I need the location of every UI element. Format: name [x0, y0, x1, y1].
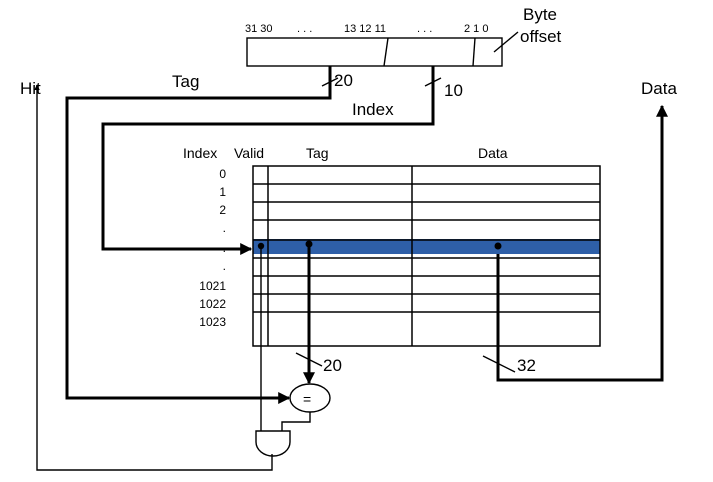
table-row-lines: [253, 183, 600, 313]
byte-offset-label-line1: Byte: [523, 5, 557, 24]
row-index-label: .: [223, 221, 226, 235]
tag-read-width-slash: [295, 352, 323, 367]
tag-read-width-20: 20: [323, 356, 342, 375]
index-signal-label: Index: [352, 100, 394, 119]
tag-width-20: 20: [334, 71, 353, 90]
tag-path-wire: [65, 66, 332, 404]
row-index-label: .: [223, 241, 226, 255]
header-index: Index: [183, 145, 217, 161]
row-index-label: .: [223, 259, 226, 273]
row-index-label: 2: [219, 203, 226, 217]
row-index-labels: 0 1 2... 1021 1022 1023: [199, 167, 226, 329]
byte-offset-label-line2: offset: [520, 27, 562, 46]
index-width-10: 10: [444, 81, 463, 100]
index-path-wire: [101, 66, 435, 255]
tag-signal-label: Tag: [172, 72, 199, 91]
comparator-symbol: =: [303, 391, 311, 407]
data-output-wire: [496, 104, 668, 382]
data-signal-label: Data: [641, 79, 677, 98]
hit-output-wire: [34, 84, 273, 471]
bit-label-dots-high: . . .: [297, 23, 312, 35]
row-index-label: 1: [219, 185, 226, 199]
data-width-32: 32: [517, 356, 536, 375]
address-register: 31 30 . . . 13 12 11 . . . 2 1 0: [245, 23, 503, 67]
cache-table: 0 1 2... 1021 1022 1023: [199, 165, 601, 347]
row-index-label: 1022: [199, 297, 226, 311]
row-index-label: 0: [219, 167, 226, 181]
bit-label-2-1-0: 2 1 0: [464, 23, 488, 35]
data-tap-dot: [494, 242, 502, 250]
tag-width-slash: [321, 77, 339, 87]
row-index-label: 1023: [199, 315, 226, 329]
index-width-slash: [424, 77, 442, 87]
data-width-slash: [482, 355, 516, 373]
table-frame: [252, 165, 601, 347]
byte-offset-pointer: [493, 31, 519, 53]
table-headers: Index Valid Tag Data: [183, 145, 508, 161]
header-valid: Valid: [234, 145, 264, 161]
bit-label-dots-low: . . .: [417, 23, 432, 35]
bit-label-13-12-11: 13 12 11: [344, 23, 386, 35]
hit-signal-label: Hit: [20, 79, 41, 98]
comparator-to-and-wire: [281, 412, 311, 431]
selected-row-highlight: [253, 239, 600, 254]
and-gate: [255, 430, 291, 457]
bit-label-31-30: 31 30: [245, 23, 273, 35]
header-data: Data: [478, 145, 508, 161]
row-index-label: 1021: [199, 279, 226, 293]
header-tag: Tag: [306, 145, 329, 161]
